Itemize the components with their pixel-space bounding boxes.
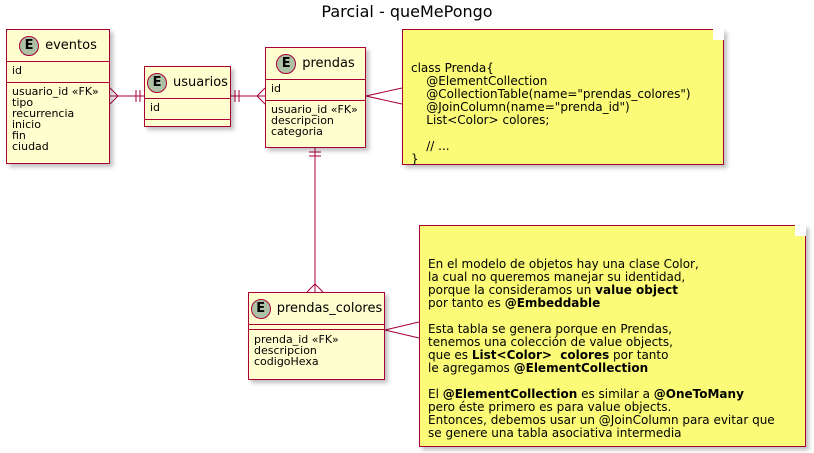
entity-field: codigoHexa [254,355,319,368]
note-value-object: En el modelo de objetos hay una clase Co… [419,225,806,447]
note-text: @Embeddable [504,296,601,310]
entity-key: id [271,82,282,95]
entity-field: usuario_id «FK» [271,103,358,116]
note-line: pero éste primero es para value objects. [428,401,797,414]
note-text: la cual no queremos manejar su identidad… [428,270,686,284]
note-line: por tanto es @Embeddable [428,297,797,310]
note-text: por tanto es [428,296,505,310]
entity-field: descripcion [271,114,334,127]
entity-name: usuarios [173,75,228,90]
note-text: @CollectionTable(name="prendas_colores") [411,87,691,101]
entity-field: inicio [12,118,41,131]
note-text: El [428,387,443,401]
note-text: // ... [411,139,450,153]
note-line: // ... [411,140,715,153]
note-fold-icon [795,225,806,236]
entity-key: id [150,101,161,114]
note-text: @OneToMany [653,387,744,401]
note-line: } [411,153,715,166]
note-line: El @ElementCollection es similar a @OneT… [428,388,797,401]
entity-badge-icon: E [147,72,168,93]
entity-badge-icon: E [276,53,297,74]
entity-prendas[interactable]: E prendas id usuario_id «FK» descripcion… [265,47,366,148]
entity-name: prendas [302,56,355,71]
entity-name: eventos [45,38,97,53]
note-text: le agregamos [428,361,514,375]
note-text: En el modelo de objetos hay una clase Co… [428,257,699,271]
entity-field: usuario_id «FK» [12,85,99,98]
note-text: List<Color> colores; [411,113,550,127]
note-connector-prenda-class [365,87,403,97]
entity-field: descripcion [254,344,317,357]
note-text: @JoinColumn(name="prenda_id") [411,100,630,114]
note-line: porque la consideramos un value object [428,284,797,297]
note-line: @JoinColumn(name="prenda_id") [411,101,715,114]
entity-field: recurrencia [12,107,75,120]
entity-prendas-colores[interactable]: E prendas_colores prenda_id «FK» descrip… [248,292,385,380]
note-line: Entonces, debemos usar un @JoinColumn pa… [428,414,797,427]
entity-field: ciudad [12,140,49,153]
crowfoot-prendas-colores [306,283,316,293]
note-line: se genere una tabla asociativa intermedi… [428,427,797,440]
entity-field: tipo [12,96,34,109]
entity-eventos[interactable]: E eventos id usuario_id «FK» tipo recurr… [6,29,110,164]
note-text: pero éste primero es para value objects. [428,400,672,414]
note-line: la cual no queremos manejar su identidad… [428,271,797,284]
note-text: se genere una tabla asociativa intermedi… [428,426,682,440]
note-text: @ElementCollection [442,387,578,401]
note-line: List<Color> colores; [411,114,715,127]
note-connector-value-object [384,321,420,331]
note-line: que es List<Color> colores por tanto [428,349,797,362]
note-text: Entonces, debemos usar un @JoinColumn pa… [428,413,775,427]
entity-key: id [12,64,23,77]
entity-field: fin [12,129,26,142]
note-fold-icon [713,29,724,40]
entity-badge-icon: E [250,298,271,319]
note-line: @CollectionTable(name="prendas_colores") [411,88,715,101]
note-line: Esta tabla se genera porque en Prendas, [428,323,797,336]
entity-name: prendas_colores [276,301,383,316]
note-text: que es [428,348,472,362]
note-line: tenemos una colección de value objects, [428,336,797,349]
note-text: } [411,152,419,166]
note-line: le agregamos @ElementCollection [428,362,797,375]
note-text: @ElementCollection [513,361,649,375]
note-text: porque la consideramos un [428,283,596,297]
note-text: Esta tabla se genera porque en Prendas, [428,322,673,336]
note-line: @ElementCollection [411,75,715,88]
crowfoot-prendas [256,87,266,97]
note-line: class Prenda{ [411,62,715,75]
entity-field: categoria [271,125,323,138]
note-line [411,127,715,140]
crowfoot-eventos [109,87,119,97]
note-text: tenemos una colección de value objects, [428,335,673,349]
note-text: @ElementCollection [411,74,548,88]
note-prenda-class: class Prenda{ @ElementCollection @Collec… [402,29,724,166]
diagram-title: Parcial - queMePongo [321,2,493,21]
note-text: value object [595,283,678,297]
entity-usuarios[interactable]: E usuarios id [144,66,231,127]
note-line: En el modelo de objetos hay una clase Co… [428,258,797,271]
entity-badge-icon: E [19,35,40,56]
note-text: class Prenda{ [411,61,494,75]
entity-fields-empty [145,119,230,126]
entity-field: prenda_id «FK» [254,333,339,346]
note-text: por tanto [609,348,669,362]
note-text: List<Color> colores [471,348,610,362]
note-text: es similar a [577,387,654,401]
